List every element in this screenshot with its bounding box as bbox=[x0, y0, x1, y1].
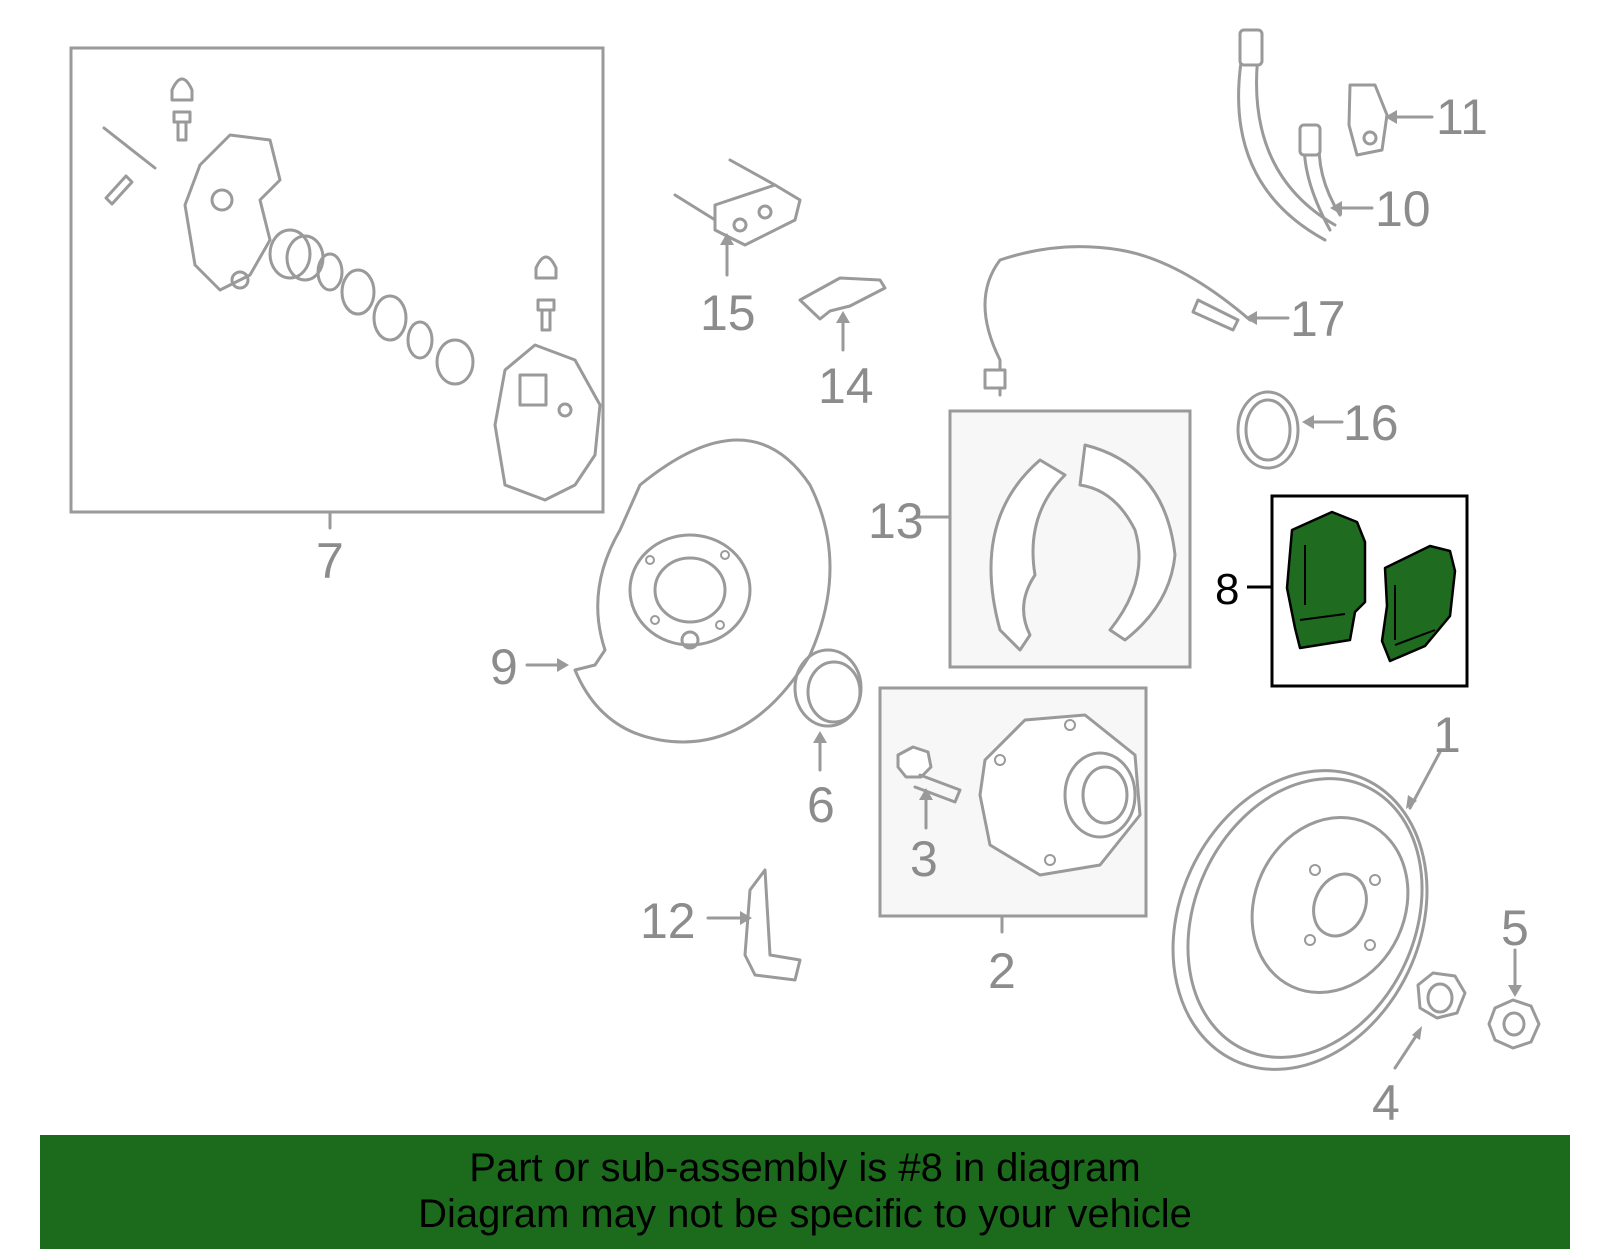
brake-pad-group: 8 bbox=[1215, 494, 1469, 688]
callout-14: 14 bbox=[818, 358, 874, 414]
banner-line-1: Part or sub-assembly is #8 in diagram bbox=[469, 1146, 1141, 1190]
part-6-group: 6 bbox=[793, 648, 863, 833]
callout-8: 8 bbox=[1215, 565, 1239, 614]
part-9-group: 9 bbox=[490, 438, 832, 744]
part-16-group: 16 bbox=[1236, 390, 1399, 470]
banner-line-2: Diagram may not be specific to your vehi… bbox=[418, 1192, 1192, 1236]
part-17-group: 17 bbox=[983, 245, 1346, 397]
part-4-group: 4 bbox=[1372, 971, 1467, 1131]
callout-7: 7 bbox=[316, 533, 344, 589]
brake-pad-outer[interactable] bbox=[1380, 544, 1457, 663]
callout-17: 17 bbox=[1290, 291, 1346, 347]
callout-4: 4 bbox=[1372, 1075, 1400, 1131]
callout-3: 3 bbox=[910, 831, 938, 887]
part-13-group: 13 bbox=[868, 409, 1192, 669]
callout-5: 5 bbox=[1501, 900, 1529, 956]
callout-1: 1 bbox=[1433, 707, 1461, 763]
part-15-group: 15 bbox=[673, 158, 802, 341]
callout-16: 16 bbox=[1343, 395, 1399, 451]
part-10-11-group: 10 11 bbox=[1237, 28, 1488, 242]
part-2-group: 3 2 bbox=[878, 686, 1148, 999]
callout-6: 6 bbox=[807, 777, 835, 833]
callout-15: 15 bbox=[700, 285, 756, 341]
part-1-group: 1 bbox=[1171, 707, 1461, 1071]
callout-10: 10 bbox=[1375, 181, 1431, 237]
callout-9: 9 bbox=[490, 639, 518, 695]
callout-12: 12 bbox=[640, 893, 696, 949]
callout-11: 11 bbox=[1436, 89, 1488, 145]
callout-13: 13 bbox=[868, 493, 924, 549]
parts-diagram: 7 15 14 10 11 17 bbox=[69, 28, 1541, 1131]
part-12-group: 12 bbox=[640, 868, 802, 982]
callout-2: 2 bbox=[988, 943, 1016, 999]
caliper-assembly-group: 7 bbox=[69, 46, 605, 589]
info-banner: Part or sub-assembly is #8 in diagram Di… bbox=[40, 1135, 1570, 1249]
part-5-group: 5 bbox=[1487, 900, 1541, 1050]
part-14-group: 14 bbox=[798, 276, 887, 414]
brake-pad-inner[interactable] bbox=[1285, 510, 1367, 650]
